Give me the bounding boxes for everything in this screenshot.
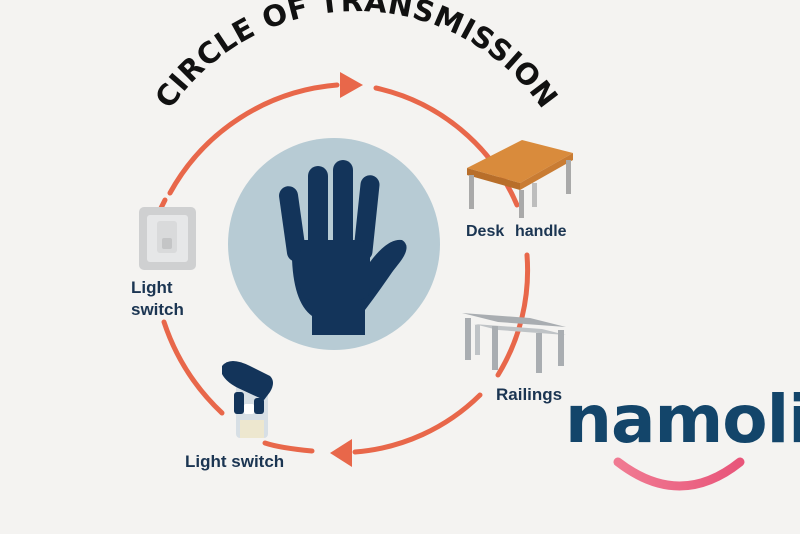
light-switch-left-label: Light switch [131, 277, 184, 321]
railings-label: Railings [496, 385, 563, 404]
cycle-arc-right [495, 252, 531, 378]
light-switch-left-line2: switch [131, 300, 184, 319]
cycle-arc-bottom-right [352, 392, 483, 455]
diagram-title: CIRCLE OF TRANSMISSION [148, 0, 565, 114]
hand-icon [279, 160, 407, 335]
handle-label: handle [515, 223, 567, 240]
arrowhead-top [340, 72, 363, 98]
arrowhead-bottom [330, 439, 352, 467]
light-switch-left-line1: Light [131, 278, 173, 297]
light-switch-icon [139, 207, 196, 270]
brand-logo-text: namoli [565, 381, 800, 458]
desk-label: Desk [466, 223, 505, 240]
cycle-arc-left-lower [161, 319, 225, 416]
transmission-cycle [157, 82, 531, 455]
light-switch-bottom-label: Light switch [185, 452, 285, 471]
door-handle-icon [222, 361, 273, 438]
brand-smile [613, 457, 745, 491]
railings-icon [462, 313, 566, 373]
cycle-arc-top-left [167, 82, 340, 196]
desk-icon [467, 140, 573, 218]
cycle-arc-bottom-left [262, 440, 315, 454]
